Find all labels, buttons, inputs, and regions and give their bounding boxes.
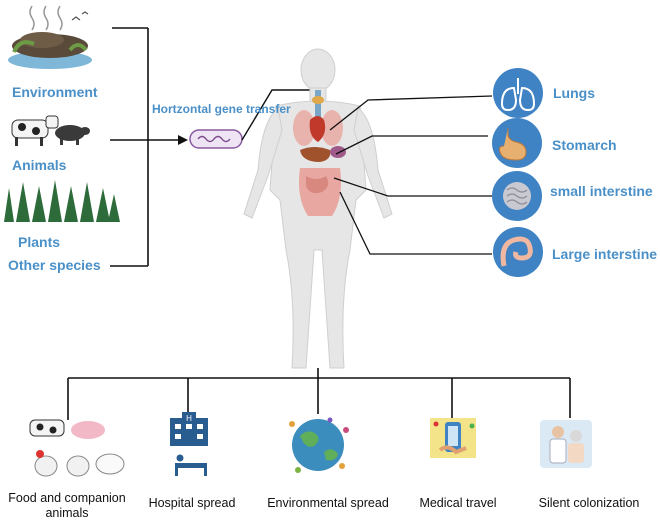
organ-label-stomach: Stomarch <box>552 137 617 153</box>
organ-label-lungs: Lungs <box>553 85 595 101</box>
plasmid-icon <box>189 129 243 149</box>
spread-tree <box>67 368 571 420</box>
human-body <box>243 48 393 369</box>
route-label-hospital: Hospital spread <box>148 496 236 510</box>
stomach-icon <box>492 118 542 168</box>
source-bracket <box>110 27 180 267</box>
transfer-connector <box>241 89 314 141</box>
source-label-plants: Plants <box>18 234 61 250</box>
small-intestine-icon <box>492 171 542 221</box>
route-label-medical-travel: Medical travel <box>419 496 497 510</box>
lungs-icon <box>493 68 543 118</box>
route-label-food-animals: Food and companion animals <box>8 491 126 520</box>
route-label-environmental: Environmental spread <box>267 496 389 510</box>
transfer-label: Hortzontal gene transfer <box>152 102 291 116</box>
environment-icon <box>8 5 92 69</box>
hospital-icon: H <box>170 412 208 476</box>
environmental-spread-icon <box>289 417 349 473</box>
source-label-other-species: Other species <box>8 257 101 273</box>
plants-icon <box>4 180 120 222</box>
transfer-arrowhead <box>178 135 188 145</box>
silent-colonization-icon <box>540 420 592 468</box>
organ-label-small-intestine: small interstine <box>550 183 653 199</box>
organ-connectors <box>329 95 493 255</box>
source-label-environment: Environment <box>12 84 98 100</box>
medical-travel-icon <box>430 418 476 458</box>
route-label-silent-colonization: Silent colonization <box>538 496 640 510</box>
organ-label-large-intestine: Large interstine <box>552 246 658 262</box>
food-animals-icon <box>29 419 125 477</box>
large-intestine-icon <box>493 227 543 277</box>
svg-text:H: H <box>186 414 192 423</box>
animals-icon <box>11 115 90 146</box>
source-label-animals: Animals <box>12 157 67 173</box>
